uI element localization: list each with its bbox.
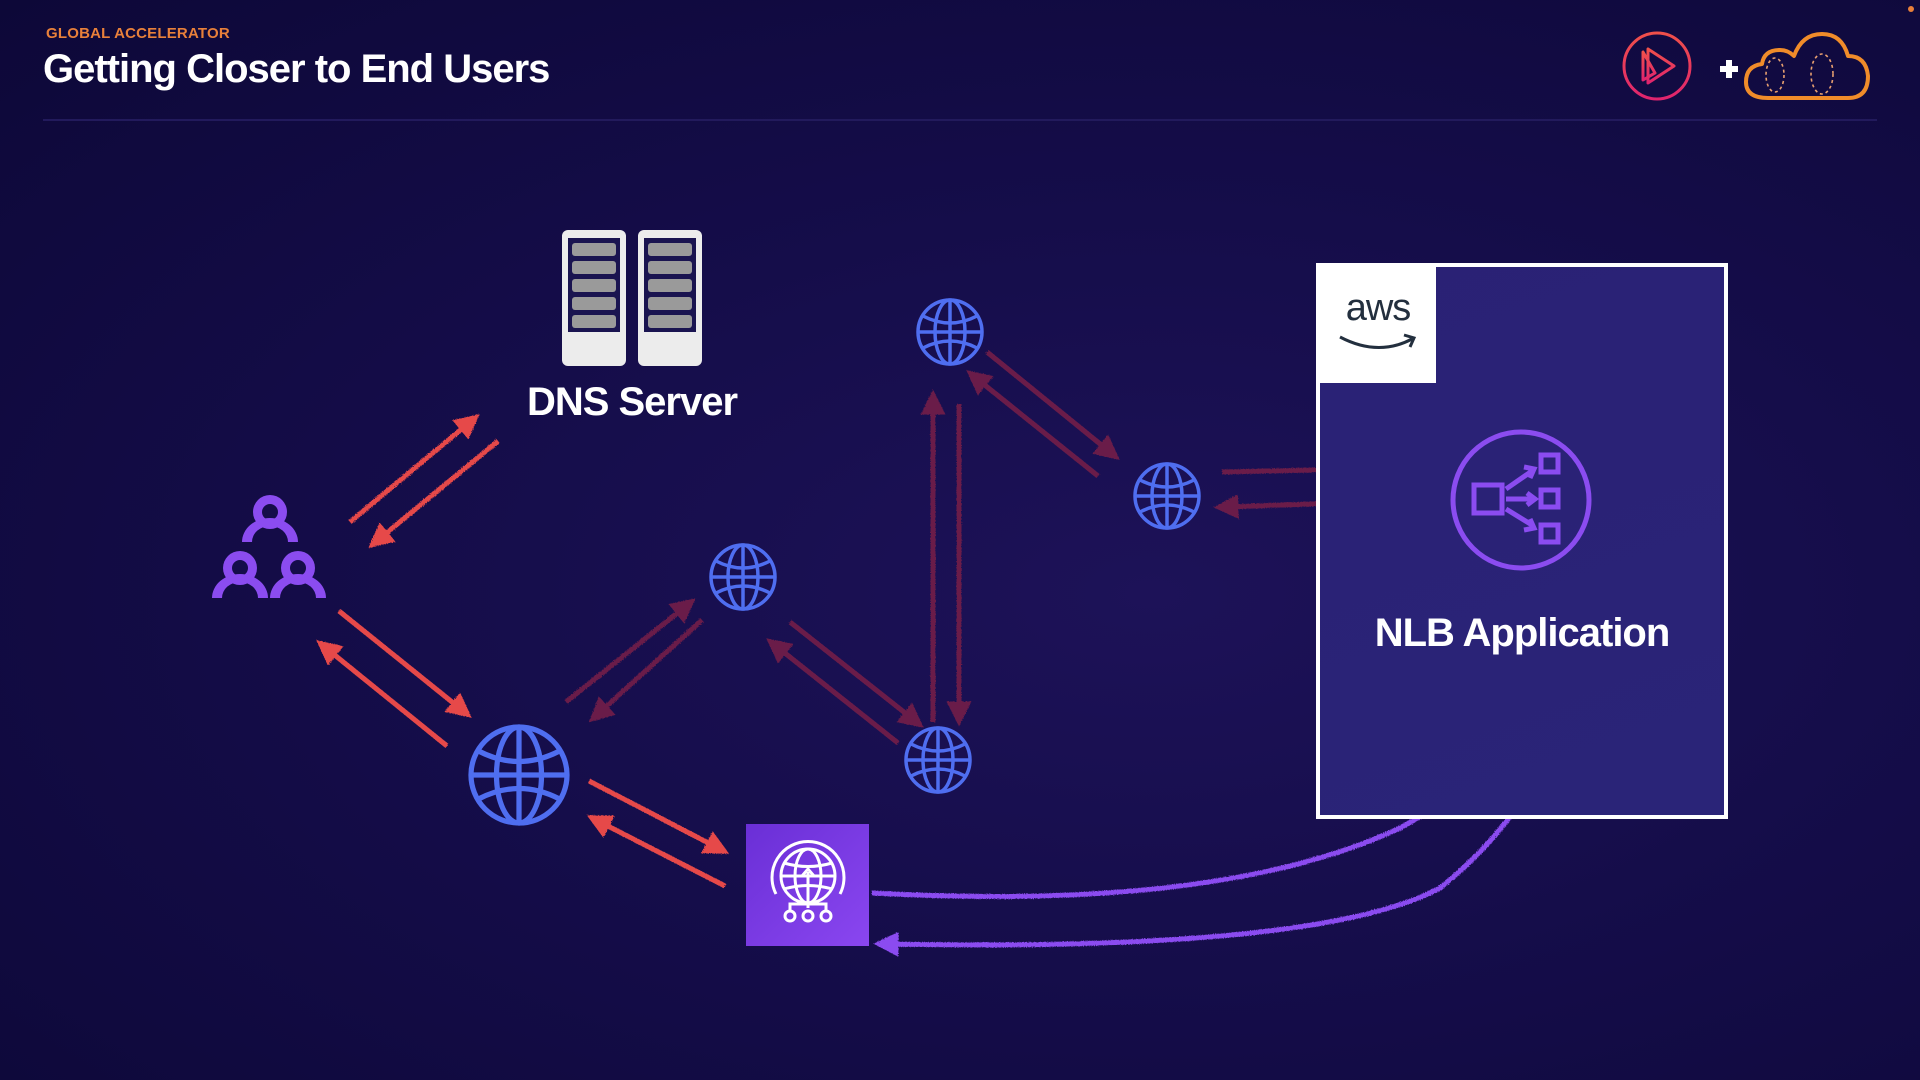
arrow-edge-to-users: [316, 640, 449, 748]
users-group-icon: [212, 495, 326, 598]
plus-icon: [1720, 60, 1738, 78]
arrow-dns-to-users: [368, 439, 500, 548]
header-divider: [43, 119, 1877, 121]
arrow-edge-to-accelerator: [587, 778, 730, 854]
arrow-users-to-edge: [337, 609, 472, 718]
server-rack-icon: [562, 230, 702, 366]
aws-logo: aws: [1320, 267, 1436, 383]
network-load-balancer-icon: [1450, 429, 1592, 571]
arrow-edge-to-hop1: [564, 598, 696, 704]
hop-globe-icon-3: [1133, 462, 1201, 530]
aws-logo-text: aws: [1345, 287, 1412, 329]
global-accelerator-icon: [770, 840, 846, 923]
acloudguru-cloud-icon: [1744, 32, 1870, 100]
nlb-application-label: NLB Application: [1374, 611, 1671, 655]
arrow-hop2-to-hop3: [985, 350, 1120, 460]
arrow-hop3-to-hop2: [966, 370, 1100, 478]
arrow-hop1-to-edge: [588, 618, 704, 723]
hop-globe-icon-2: [916, 298, 984, 366]
arrow-users-to-dns: [348, 413, 480, 524]
brand-logos: [1622, 31, 1870, 101]
aws-smile-icon: [1339, 333, 1417, 349]
dns-server-label: DNS Server: [526, 380, 738, 424]
corner-dot: [1908, 6, 1914, 12]
aws-region-panel: aws NLB Application: [1316, 263, 1728, 819]
arrow-accelerator-to-edge: [586, 815, 727, 889]
arrow-hop4-to-hop1: [766, 638, 900, 745]
hop-globe-icon-1: [709, 543, 777, 611]
edge-globe-icon: [471, 727, 567, 823]
hop-globe-icon-4: [904, 726, 972, 794]
global-accelerator-node: [746, 824, 869, 946]
pluralsight-play-icon: [1622, 31, 1692, 101]
section-kicker: GLOBAL ACCELERATOR: [46, 25, 230, 42]
arrow-hop1-to-hop4: [788, 620, 924, 728]
active-path-arrows: [316, 413, 730, 889]
slide-title: Getting Closer to End Users: [43, 47, 550, 91]
